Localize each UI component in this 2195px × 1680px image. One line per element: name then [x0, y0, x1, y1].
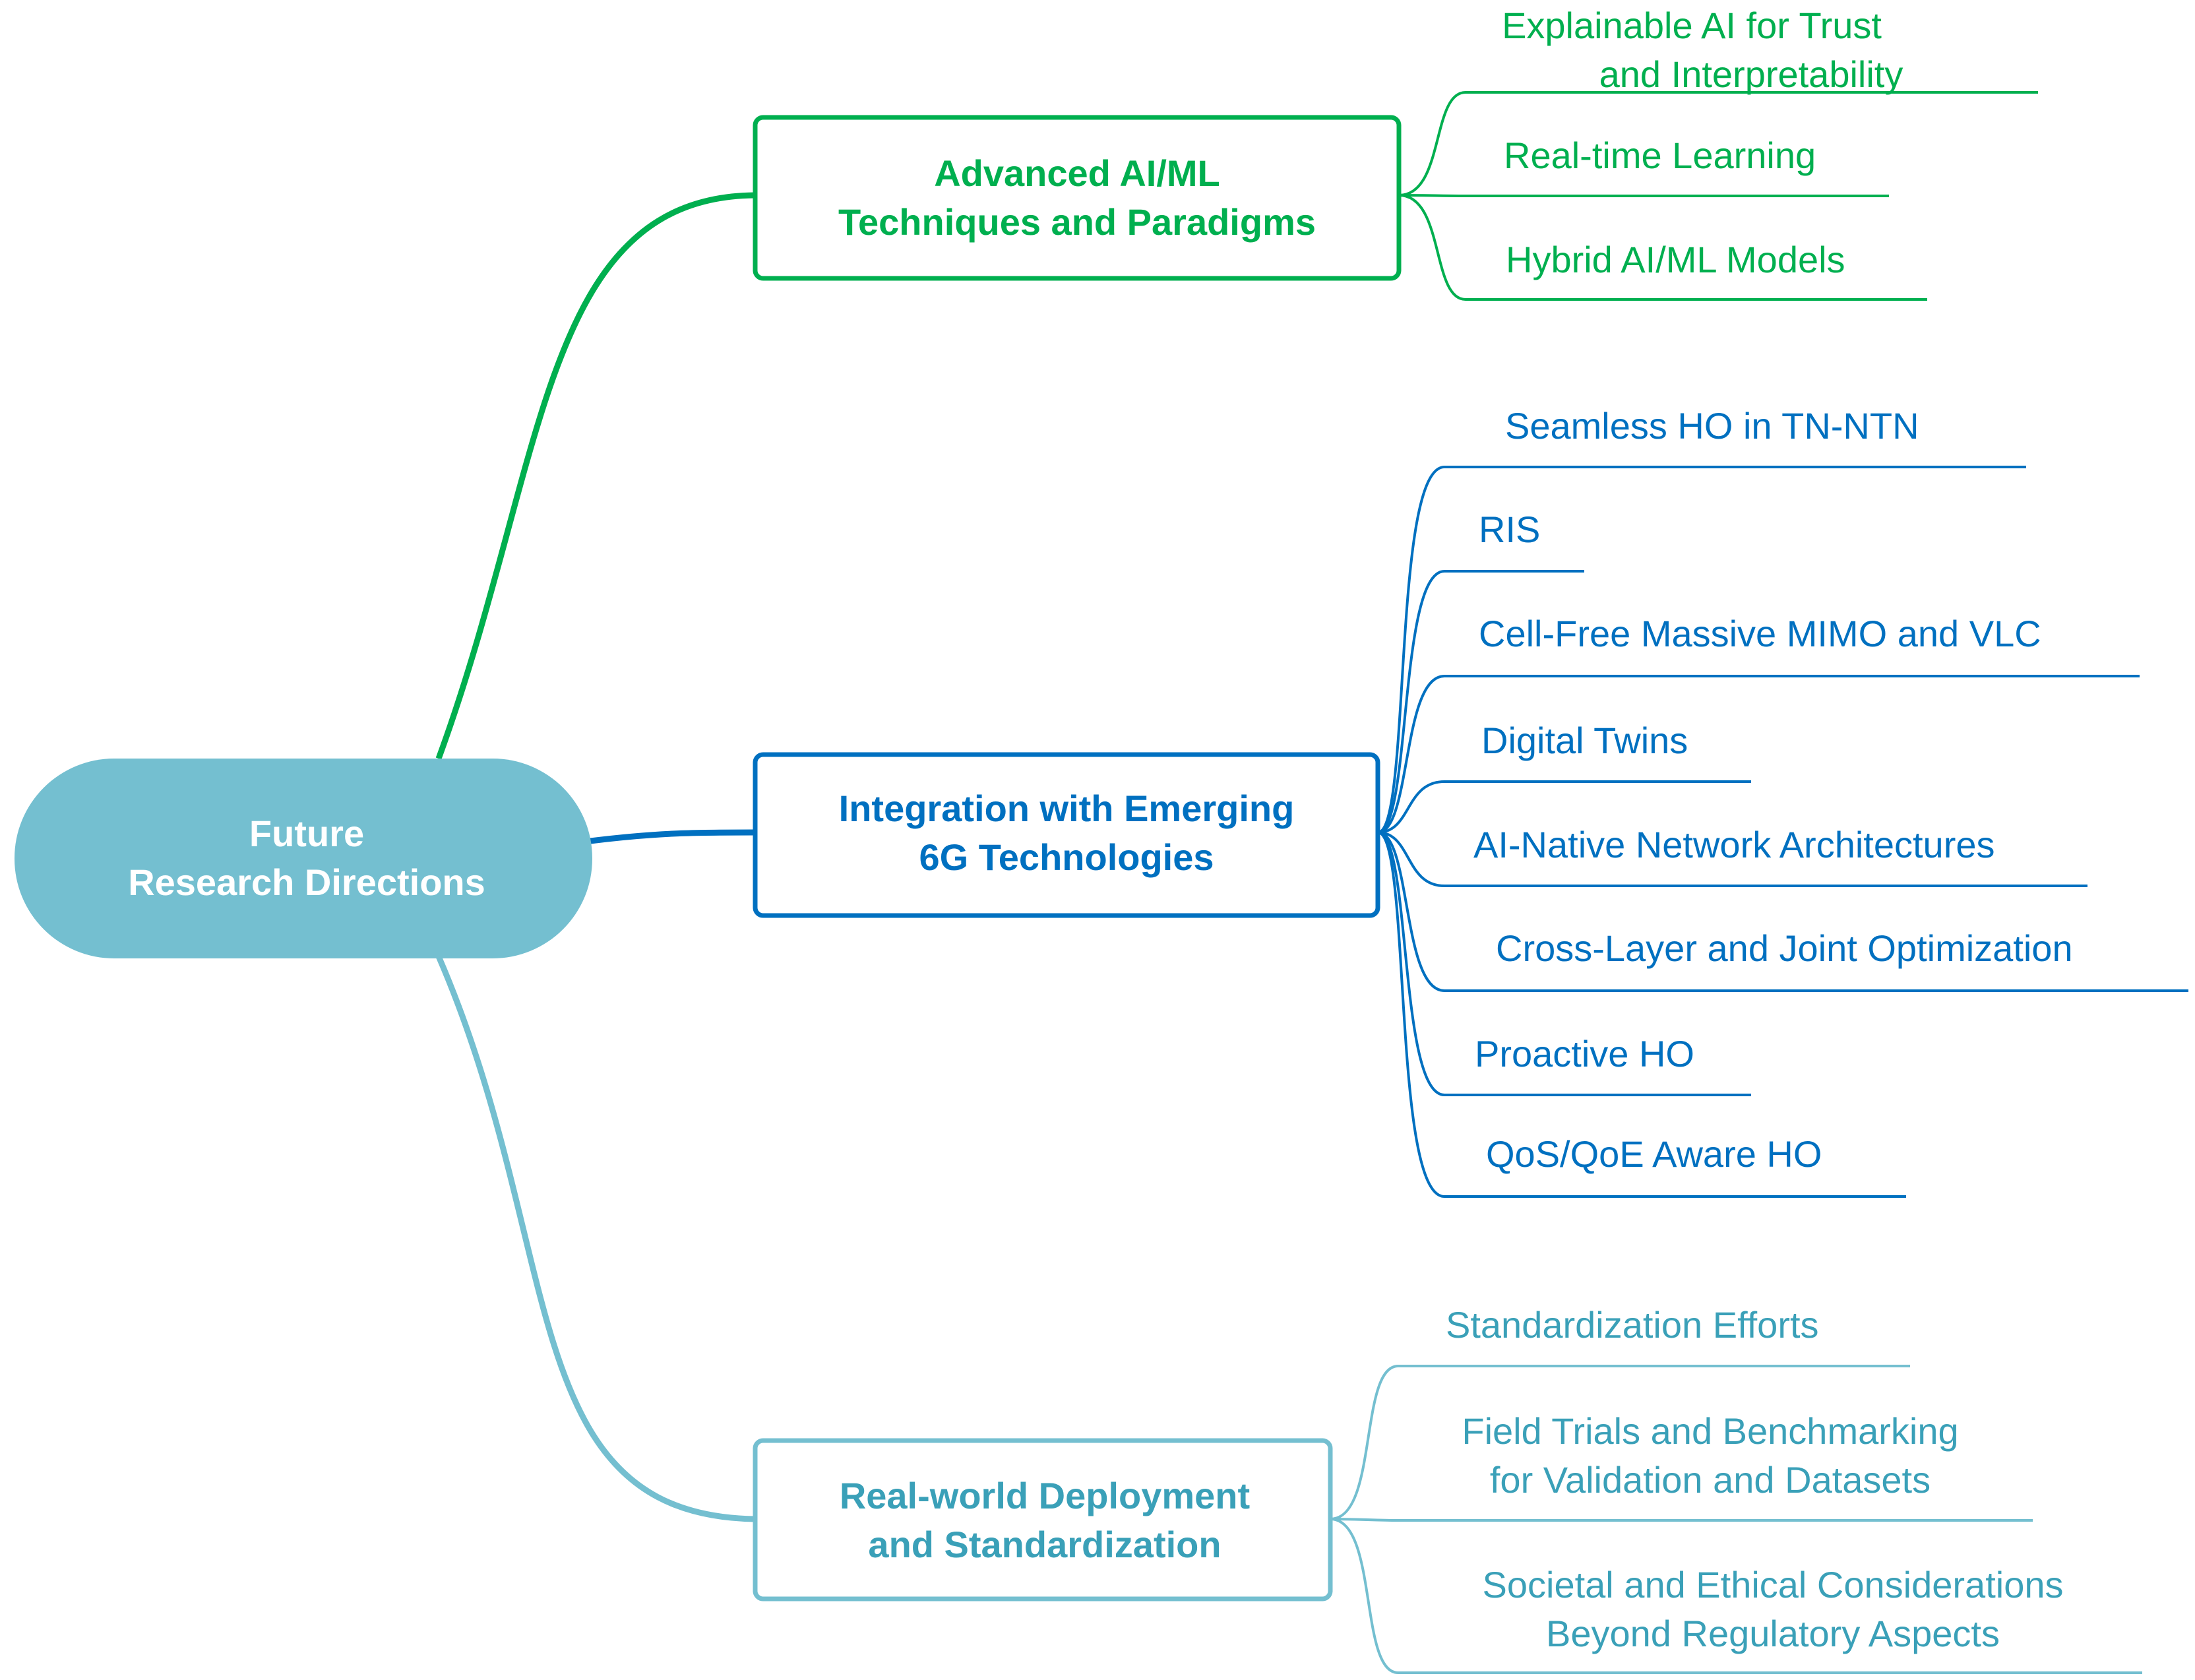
- 6g-leaf-8-line: [1377, 831, 1906, 1198]
- 6g-leaf-8-label: QoS/QoE Aware HO: [1486, 1133, 1822, 1175]
- branch-6g-box: [753, 752, 1380, 918]
- connector-root-to-6g: [590, 829, 758, 844]
- 6g-leaf-3-label: Cell-Free Massive MIMO and VLC: [1479, 613, 2041, 654]
- connector-root-to-deployment: [435, 955, 758, 1522]
- 6g-leaf-5-label: AI-Native Network Architectures: [1473, 824, 1994, 865]
- 6g-leaf-6-line: [1377, 831, 2188, 992]
- 6g-leaf-2-line: [1377, 570, 1584, 834]
- 6g-leaf-6-label: Cross-Layer and Joint Optimization: [1496, 927, 2073, 969]
- root-node: Future Research Directions: [15, 759, 592, 958]
- root-pill: [15, 759, 592, 958]
- ai-ml-leaf-2-line: [1398, 194, 1889, 197]
- ai-ml-leaf-2-label: Real-time Learning: [1504, 135, 1816, 176]
- deployment-leaf-3-line2: Beyond Regulatory Aspects: [1546, 1613, 2000, 1654]
- 6g-leaf-3-line: [1377, 675, 2140, 834]
- ai-ml-leaf-3-line: [1398, 194, 1927, 301]
- branch-deployment: Real-world Deployment and Standardizatio…: [753, 1304, 2142, 1674]
- deployment-leaf-2-line: [1330, 1518, 2033, 1522]
- deployment-leaf-2-line2: for Validation and Datasets: [1490, 1459, 1931, 1501]
- branch-ai-ml: Advanced AI/ML Techniques and Paradigms …: [753, 5, 2038, 301]
- 6g-leaf-4-label: Digital Twins: [1481, 720, 1688, 761]
- 6g-leaf-4-line: [1377, 780, 1751, 834]
- branch-deployment-title-line2: and Standardization: [868, 1524, 1221, 1565]
- 6g-leaf-7-line: [1377, 831, 1751, 1096]
- deployment-leaf-3-line1: Societal and Ethical Considerations: [1483, 1564, 2064, 1605]
- root-title-line1: Future: [249, 813, 364, 854]
- deployment-leaf-1-label: Standardization Efforts: [1446, 1304, 1819, 1346]
- deployment-leaf-1-line: [1330, 1365, 1910, 1520]
- deployment-leaf-3-line: [1330, 1518, 2142, 1674]
- branch-ai-ml-title-line1: Advanced AI/ML: [934, 152, 1220, 194]
- 6g-leaf-1-label: Seamless HO in TN-NTN: [1505, 405, 1919, 447]
- ai-ml-leaf-1-line1: Explainable AI for Trust: [1502, 5, 1882, 46]
- branch-6g-title-line1: Integration with Emerging: [839, 788, 1295, 829]
- 6g-leaf-5-line: [1377, 831, 2087, 887]
- ai-ml-leaf-1-line2: and Interpretability: [1599, 53, 1903, 95]
- branch-deployment-title-line1: Real-world Deployment: [840, 1475, 1250, 1516]
- branch-deployment-box: [753, 1438, 1333, 1602]
- branch-ai-ml-leaf-lines: [1398, 91, 2038, 301]
- branch-deployment-leaf-lines: [1330, 1365, 2142, 1674]
- connector-root-to-ai-ml: [435, 192, 758, 760]
- branch-6g: Integration with Emerging 6G Technologie…: [753, 405, 2188, 1198]
- ai-ml-leaf-1-line: [1398, 91, 2038, 197]
- ai-ml-leaf-3-label: Hybrid AI/ML Models: [1506, 239, 1845, 280]
- branch-ai-ml-box: [753, 115, 1402, 281]
- 6g-leaf-1-line: [1377, 466, 2026, 834]
- deployment-leaf-2-line1: Field Trials and Benchmarking: [1462, 1410, 1958, 1452]
- root-title-line2: Research Directions: [128, 861, 485, 903]
- branch-6g-leaf-lines: [1377, 466, 2188, 1198]
- branch-6g-title-line2: 6G Technologies: [919, 836, 1214, 878]
- branch-ai-ml-title-line2: Techniques and Paradigms: [838, 201, 1316, 243]
- 6g-leaf-2-label: RIS: [1479, 509, 1540, 550]
- 6g-leaf-7-label: Proactive HO: [1475, 1033, 1694, 1074]
